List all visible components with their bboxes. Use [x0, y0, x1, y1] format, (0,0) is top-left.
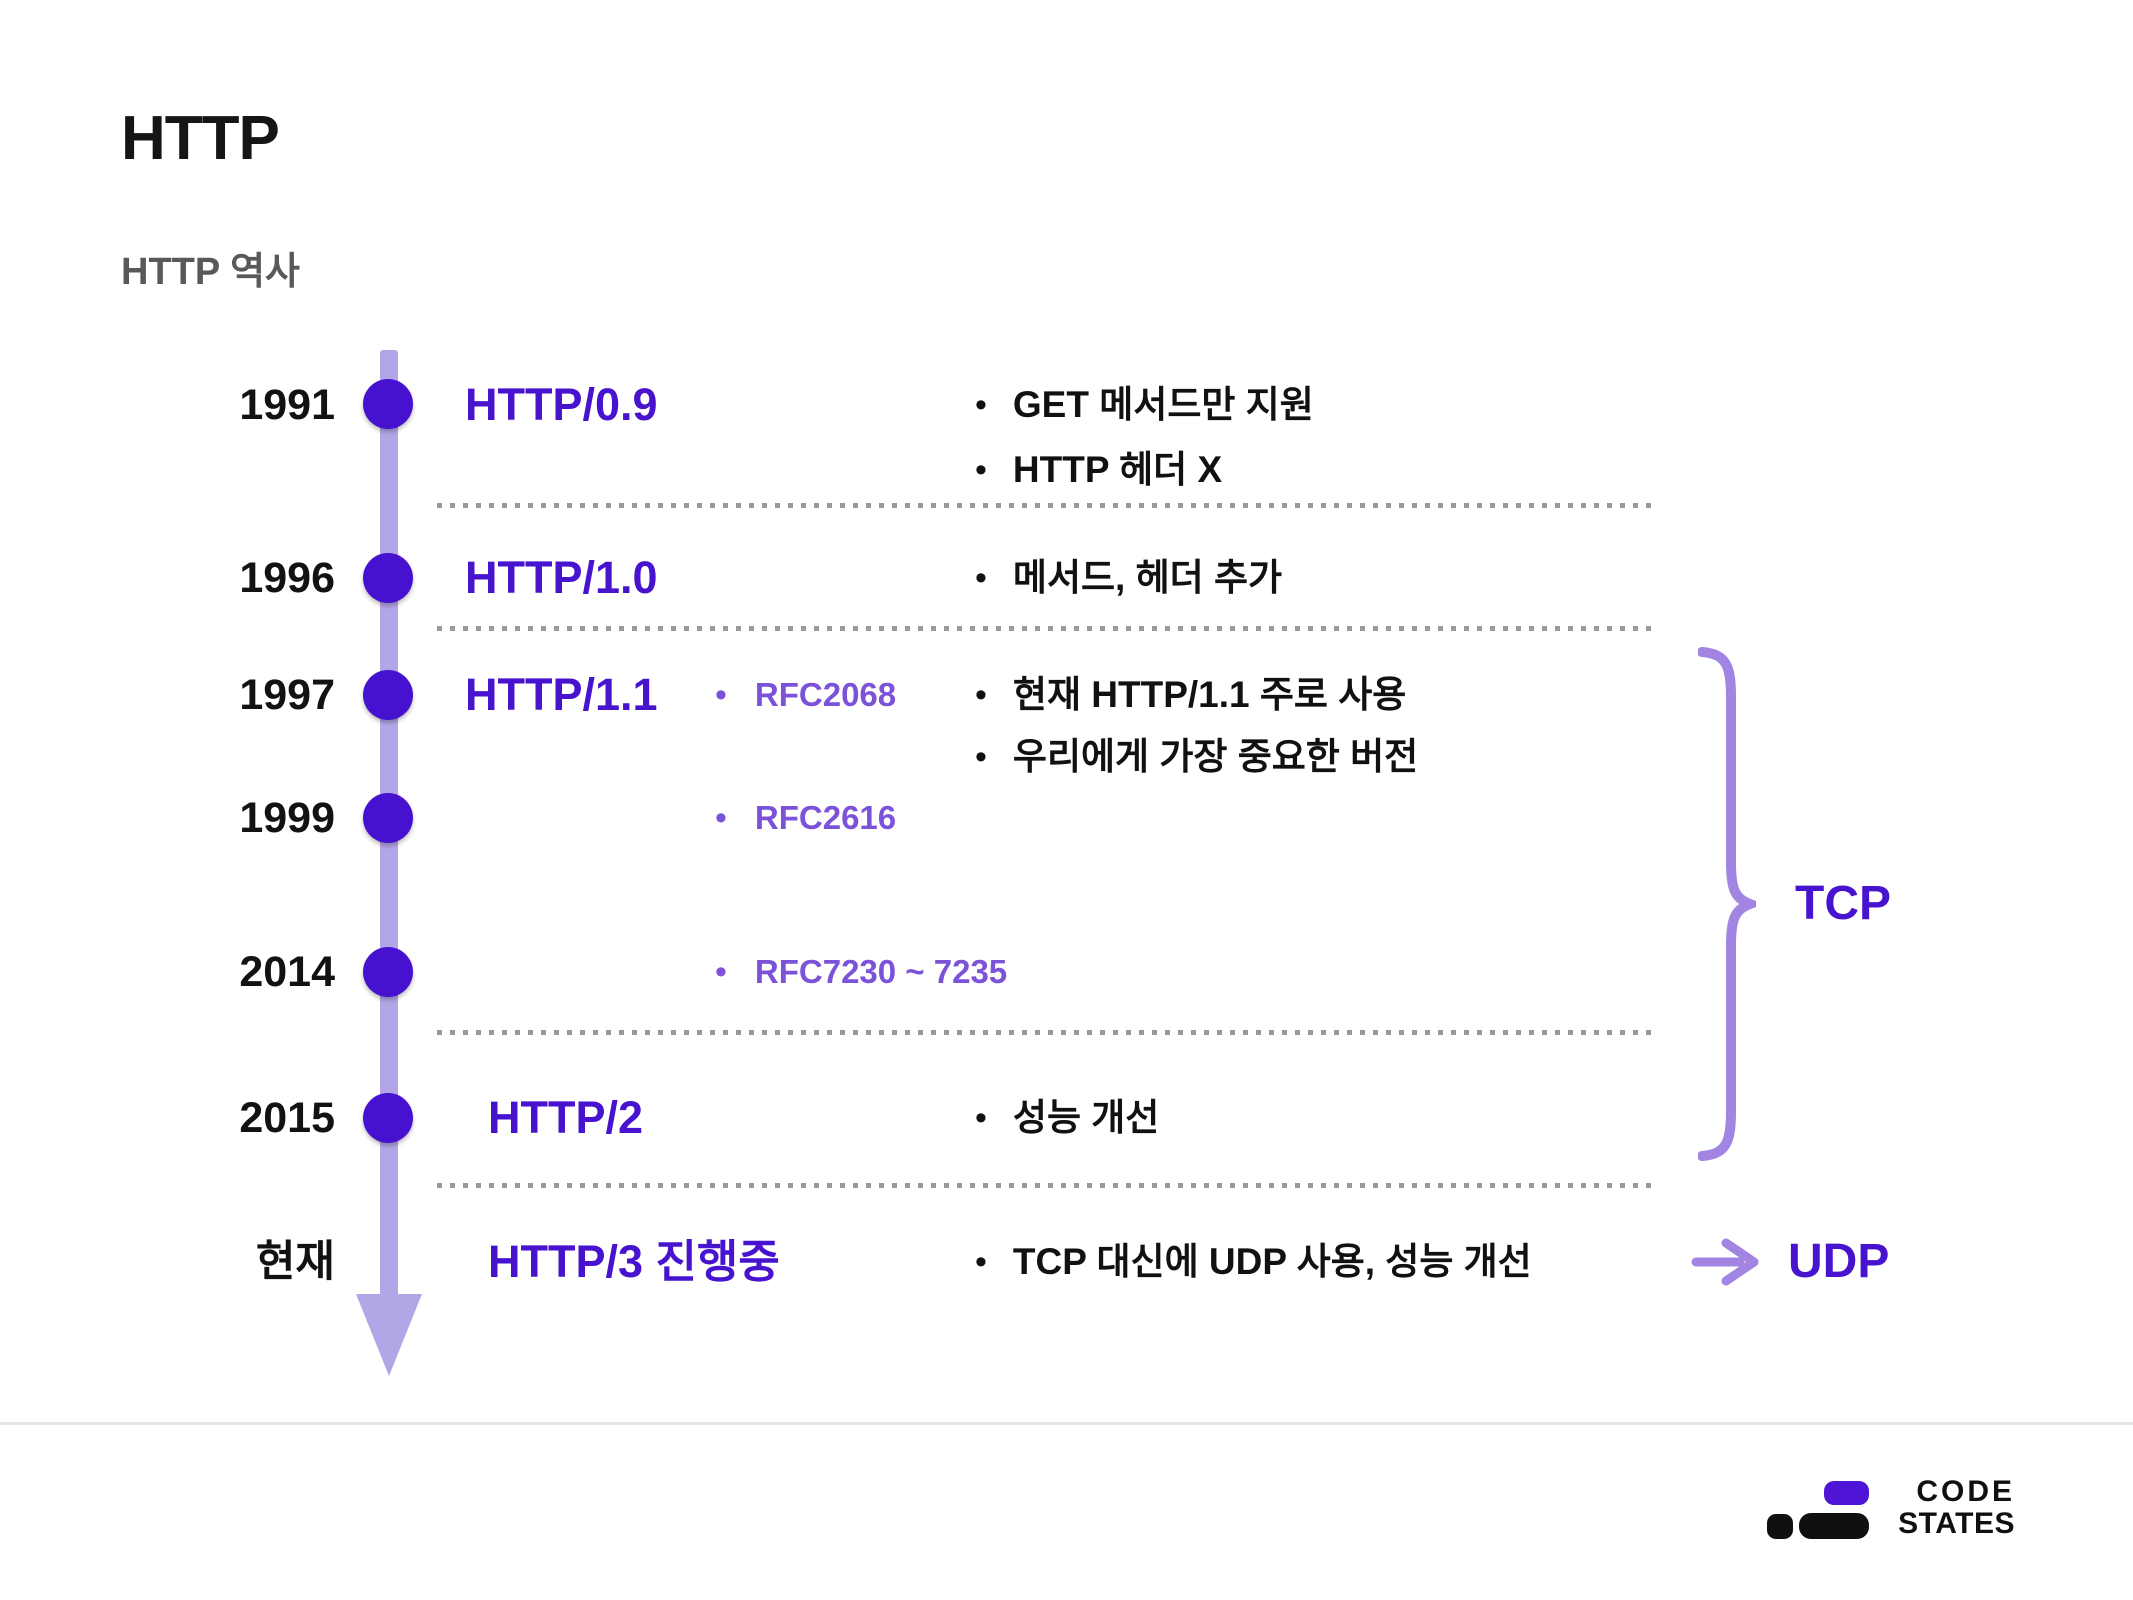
year-label-1999: 1999	[239, 794, 335, 842]
dotted-separator	[437, 503, 1655, 508]
bullet-text: 메서드, 헤더 추가	[1012, 557, 1283, 598]
bullet-icon: •	[975, 738, 987, 776]
udp-label: UDP	[1788, 1235, 1890, 1288]
bullet-text: HTTP 헤더 X	[1012, 449, 1223, 490]
timeline-dot-1999	[363, 793, 413, 843]
version-label-http10: HTTP/1.0	[465, 552, 658, 603]
bullet-icon: •	[975, 559, 987, 597]
codestates-logo-dot-icon	[1767, 1514, 1793, 1539]
logo-text-line2: STATES	[1898, 1507, 2015, 1540]
codestates-logo-black-pill-icon	[1799, 1513, 1869, 1539]
dotted-separator	[437, 626, 1655, 631]
version-label-http09: HTTP/0.9	[465, 379, 658, 430]
timeline-dot-1997	[363, 670, 413, 720]
bullet-icon: •	[975, 676, 987, 714]
timeline-dot-1996	[363, 553, 413, 603]
bullet-icon: •	[975, 386, 987, 424]
bullet-http2-1: • 성능 개선	[975, 1090, 1159, 1146]
version-label-http2: HTTP/2	[488, 1092, 644, 1143]
dotted-separator	[437, 1030, 1655, 1035]
rfc-bullet-icon: •	[715, 799, 727, 837]
year-label-1991: 1991	[239, 381, 335, 429]
udp-arrow-icon	[1691, 1238, 1759, 1286]
dotted-separator	[437, 1183, 1655, 1188]
year-label-present: 현재	[255, 1238, 335, 1286]
section-subtitle: HTTP 역사	[121, 251, 301, 293]
tcp-label: TCP	[1795, 877, 1891, 930]
timeline-dot-2014	[363, 947, 413, 997]
year-label-1997: 1997	[239, 671, 335, 719]
bullet-http09-1: • GET 메서드만 지원	[975, 377, 1314, 433]
rfc-label: RFC2068	[754, 676, 897, 713]
footer-divider	[0, 1422, 2133, 1425]
bullet-text: TCP 대신에 UDP 사용, 성능 개선	[1012, 1241, 1532, 1282]
bullet-text: 현재 HTTP/1.1 주로 사용	[1012, 674, 1407, 715]
rfc-item-2616: • RFC2616	[715, 790, 896, 846]
timeline-arrowhead-icon	[356, 1294, 422, 1376]
timeline-dot-1991	[363, 379, 413, 429]
rfc-bullet-icon: •	[715, 953, 727, 991]
rfc-bullet-icon: •	[715, 676, 727, 714]
rfc-label: RFC7230 ~ 7235	[754, 953, 1008, 990]
year-label-1996: 1996	[239, 554, 335, 602]
year-label-2014: 2014	[239, 948, 335, 996]
bullet-icon: •	[975, 1243, 987, 1281]
bullet-http09-2: • HTTP 헤더 X	[975, 442, 1222, 498]
version-label-http3: HTTP/3 진행중	[488, 1236, 780, 1287]
bullet-icon: •	[975, 451, 987, 489]
codestates-logo-text: CODE STATES	[1875, 1476, 2015, 1540]
rfc-label: RFC2616	[754, 799, 897, 836]
page-title: HTTP	[121, 104, 280, 173]
bullet-text: 성능 개선	[1012, 1097, 1160, 1138]
bullet-text: 우리에게 가장 중요한 버전	[1012, 736, 1419, 777]
codestates-logo-purple-pill-icon	[1824, 1481, 1869, 1505]
tcp-brace-icon	[1698, 647, 1756, 1161]
bullet-http11-2: • 우리에게 가장 중요한 버전	[975, 729, 1418, 785]
bullet-icon: •	[975, 1099, 987, 1137]
year-label-2015: 2015	[239, 1094, 335, 1142]
rfc-item-7230: • RFC7230 ~ 7235	[715, 944, 1007, 1000]
bullet-text: GET 메서드만 지원	[1012, 384, 1314, 425]
version-label-http11: HTTP/1.1	[465, 669, 658, 720]
bullet-http3-1: • TCP 대신에 UDP 사용, 성능 개선	[975, 1234, 1532, 1290]
bullet-http11-1: • 현재 HTTP/1.1 주로 사용	[975, 667, 1406, 723]
logo-text-line1: CODE	[1916, 1475, 2015, 1508]
bullet-http10-1: • 메서드, 헤더 추가	[975, 550, 1282, 606]
rfc-item-2068: • RFC2068	[715, 667, 896, 723]
timeline-dot-2015	[363, 1093, 413, 1143]
